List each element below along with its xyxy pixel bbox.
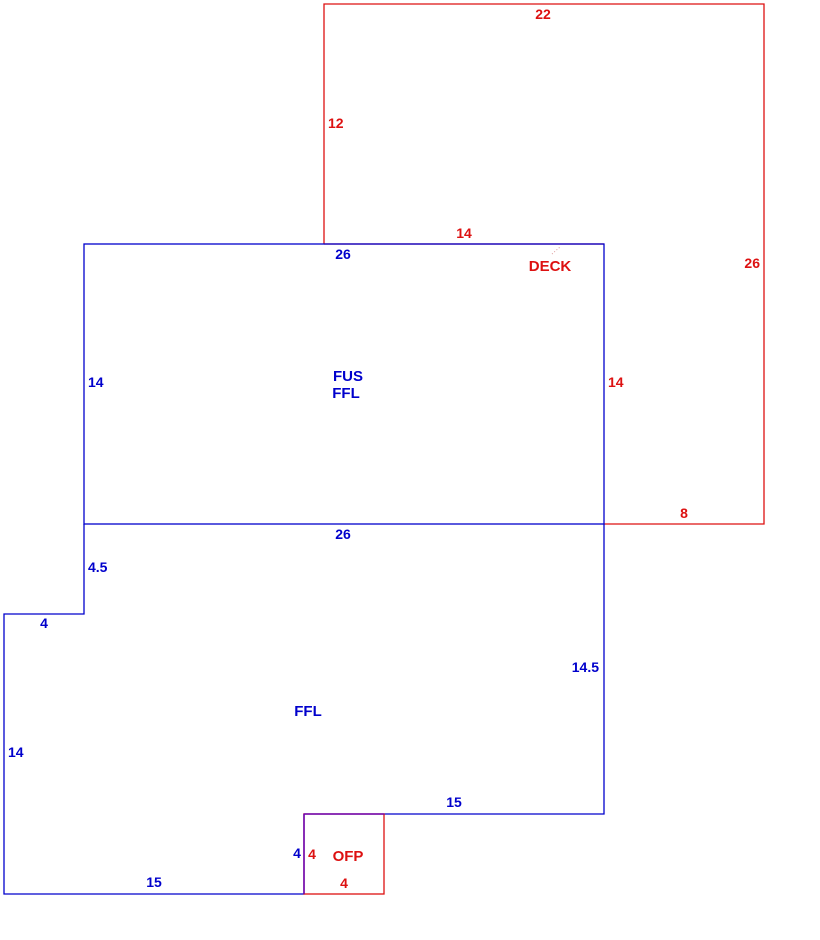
porch-dim-left: 4 (308, 846, 316, 862)
lower-dim-notch-side: 4.5 (88, 559, 108, 575)
upper-dim-top: 26 (335, 246, 351, 262)
lower-dim-step-side: 4 (293, 845, 301, 861)
upper-dim-left: 14 (88, 374, 104, 390)
porch-dim-bottom: 4 (340, 875, 348, 891)
deck-dim-inner-top: 14 (456, 225, 472, 241)
upper-area-label-ffl: FFL (332, 385, 360, 402)
deck-dim-top: 22 (535, 6, 551, 22)
lower-dim-right: 14.5 (572, 659, 599, 675)
upper-area-label-fus: FUS (333, 368, 363, 385)
upper-dim-bottom: 26 (335, 526, 351, 542)
deck-dim-bottom: 8 (680, 505, 688, 521)
lower-area-label: FFL (294, 703, 322, 720)
deck-leader-mark (551, 246, 561, 255)
lower-dim-bottom: 15 (146, 874, 162, 890)
deck-dim-right: 26 (744, 255, 760, 271)
upper-floor-outline (83, 243, 605, 525)
deck-area-label: DECK (529, 258, 572, 275)
deck-dim-inner-side: 14 (608, 374, 624, 390)
lower-dim-notch-top: 4 (40, 615, 48, 631)
lower-floor-outline (3, 524, 605, 895)
lower-dim-left: 14 (8, 744, 24, 760)
lower-dim-step-top: 15 (446, 794, 462, 810)
deck-outline (323, 3, 765, 525)
deck-dim-left: 12 (328, 115, 344, 131)
porch-area-label: OFP (333, 848, 364, 865)
